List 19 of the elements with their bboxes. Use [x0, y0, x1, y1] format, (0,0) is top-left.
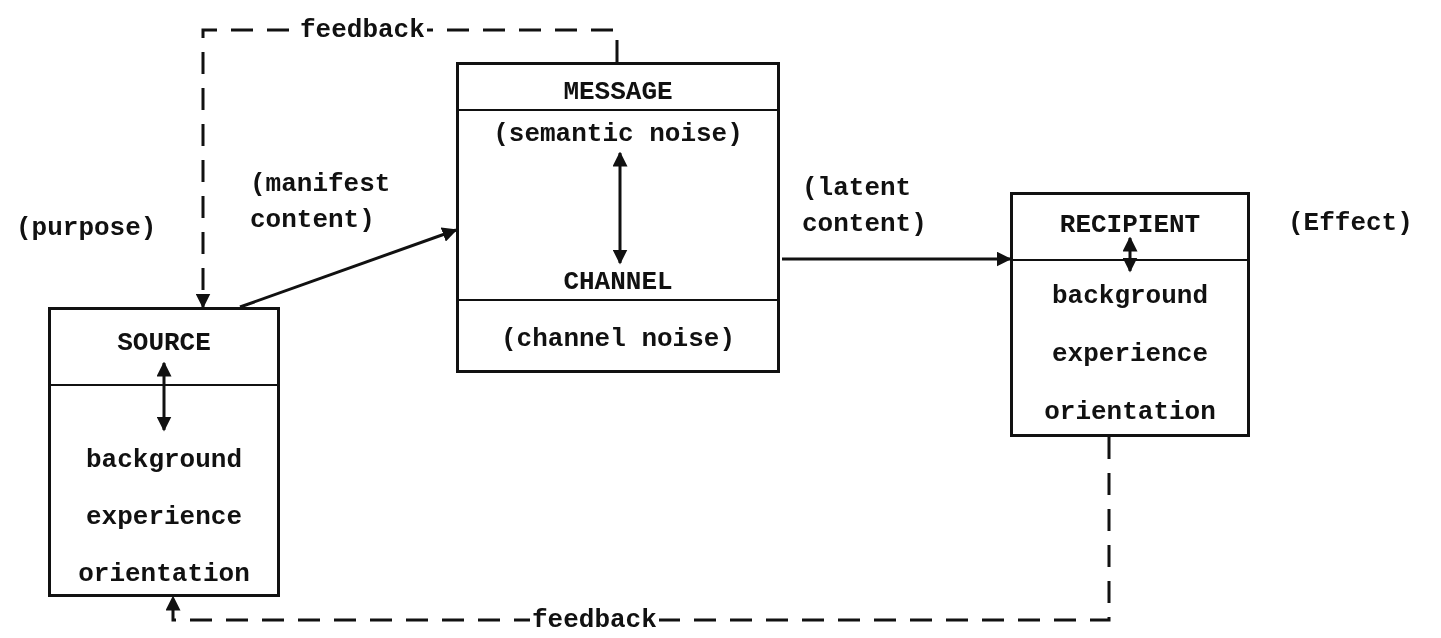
node-text: MESSAGE [459, 75, 777, 109]
arrow [156, 361, 172, 432]
arrow [782, 251, 1012, 267]
annotation-text: (Effect) [1288, 207, 1413, 240]
node-text: background experience orientation [1013, 267, 1247, 441]
block-box [1010, 192, 1250, 437]
node-text: CHANNEL [459, 265, 777, 299]
arrow [165, 437, 1111, 622]
arrow [612, 151, 628, 265]
annotation-text: (purpose) [16, 212, 157, 245]
node-text: RECIPIENT [1013, 208, 1247, 242]
node-text: background experience orientation [51, 432, 277, 603]
block-box [48, 307, 280, 597]
node-text: (semantic noise) [459, 117, 777, 151]
node-text: SOURCE [51, 325, 277, 361]
arrow [239, 227, 458, 309]
arrow [1122, 236, 1138, 273]
block-box [456, 62, 780, 373]
node-text: (channel noise) [459, 322, 777, 356]
